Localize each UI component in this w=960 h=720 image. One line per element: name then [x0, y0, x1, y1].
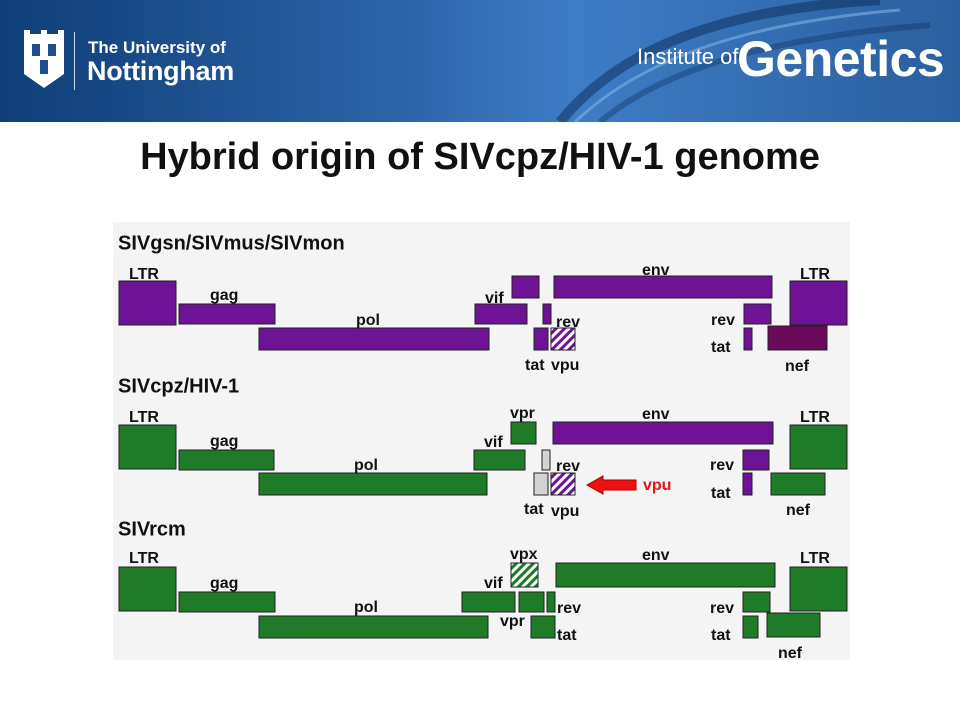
gene-label-nef: nef — [778, 645, 803, 662]
gene-block-env — [552, 421, 774, 445]
gene-block-tat — [742, 615, 759, 639]
dna-helix-graphic — [556, 0, 931, 122]
gene-label-LTR: LTR — [129, 550, 159, 567]
gene-block-LTR — [118, 424, 177, 470]
gene-label-gag: gag — [210, 287, 238, 304]
gene-label-gag: gag — [210, 433, 238, 450]
gene-block-tat — [533, 472, 549, 496]
gene-block-rev — [743, 303, 772, 325]
gene-block-tat — [530, 615, 556, 639]
gene-label-rev: rev — [710, 600, 734, 617]
genome-title: SIVgsn/SIVmus/SIVmon — [118, 232, 345, 254]
gene-block-env — [555, 562, 776, 588]
genome-title: SIVcpz/HIV-1 — [118, 375, 239, 397]
gene-block-LTR — [789, 280, 848, 326]
gene-block-tat — [742, 472, 753, 496]
gene-label-env: env — [642, 406, 670, 423]
gene-label-vif: vif — [484, 575, 503, 592]
institute-name: Genetics — [737, 31, 945, 87]
gene-label-vpx: vpx — [510, 546, 538, 563]
gene-block-vpu — [550, 472, 576, 496]
gene-label-nef: nef — [786, 502, 811, 519]
gene-label-rev: rev — [556, 458, 580, 475]
genome-title: SIVrcm — [118, 518, 186, 540]
logo-divider — [74, 32, 75, 90]
gene-label-vpu: vpu — [551, 503, 579, 520]
gene-block-nef — [766, 612, 821, 638]
gene-label-nef: nef — [785, 358, 810, 375]
gene-block-gag — [178, 591, 276, 613]
gene-block-vif — [473, 449, 526, 471]
header-banner: The University of Nottingham Institute o… — [0, 0, 960, 122]
gene-block-LTR — [118, 280, 177, 326]
gene-block-rev — [541, 449, 551, 471]
gene-block-env — [553, 275, 773, 299]
gene-block-nef — [770, 472, 826, 496]
slide-title: Hybrid origin of SIVcpz/HIV-1 genome — [140, 136, 820, 178]
gene-block-vif — [461, 591, 516, 613]
gene-label-rev: rev — [556, 314, 580, 331]
gene-block-rev — [546, 591, 556, 613]
gene-label-pol: pol — [354, 599, 378, 616]
vpu-callout-arrow-icon — [585, 475, 637, 495]
gene-label-vpr: vpr — [500, 613, 525, 630]
gene-label-rev: rev — [711, 312, 735, 329]
gene-block-tat — [533, 327, 549, 351]
gene-block-vpx — [510, 562, 539, 588]
gene-block-LTR — [789, 566, 848, 612]
university-name-line1: The University of — [88, 38, 226, 57]
vpu-callout-label: vpu — [643, 477, 671, 494]
gene-block-LTR — [789, 424, 848, 470]
gene-block-gag — [178, 449, 275, 471]
gene-block-rev — [742, 591, 771, 613]
gene-label-tat: tat — [711, 627, 731, 644]
gene-label-LTR: LTR — [800, 550, 830, 567]
gene-label-env: env — [642, 262, 670, 279]
gene-label-rev: rev — [557, 600, 581, 617]
gene-block-vpr — [510, 421, 537, 445]
gene-block-vpu — [550, 327, 576, 351]
gene-label-env: env — [642, 547, 670, 564]
gene-block-rev — [542, 303, 552, 325]
gene-label-LTR: LTR — [800, 409, 830, 426]
gene-label-LTR: LTR — [129, 266, 159, 283]
gene-label-vpr: vpr — [510, 405, 535, 422]
university-name-line2: Nottingham — [87, 56, 234, 86]
gene-label-pol: pol — [354, 457, 378, 474]
gene-block-LTR — [118, 566, 177, 612]
gene-block-pol — [258, 327, 490, 351]
gene-block-vpr — [518, 591, 545, 613]
gene-label-tat: tat — [557, 627, 577, 644]
gene-label-gag: gag — [210, 575, 238, 592]
gene-block-rev — [742, 449, 770, 471]
gene-label-vif: vif — [485, 290, 504, 307]
gene-block-gag — [178, 303, 276, 325]
university-crest-icon — [24, 30, 64, 88]
gene-label-LTR: LTR — [800, 266, 830, 283]
gene-label-vif: vif — [484, 434, 503, 451]
gene-label-vpu: vpu — [551, 357, 579, 374]
gene-block-vif — [474, 303, 528, 325]
gene-label-tat: tat — [524, 501, 544, 518]
gene-block-tat — [743, 327, 753, 351]
gene-label-rev: rev — [710, 457, 734, 474]
gene-label-tat: tat — [525, 357, 545, 374]
gene-block-unlabeled — [511, 275, 540, 299]
gene-label-tat: tat — [711, 339, 731, 356]
gene-block-pol — [258, 472, 488, 496]
gene-block-pol — [258, 615, 489, 639]
gene-block-nef — [767, 325, 828, 351]
gene-label-pol: pol — [356, 312, 380, 329]
institute-prefix: Institute of — [637, 44, 739, 69]
gene-label-LTR: LTR — [129, 409, 159, 426]
gene-label-tat: tat — [711, 485, 731, 502]
